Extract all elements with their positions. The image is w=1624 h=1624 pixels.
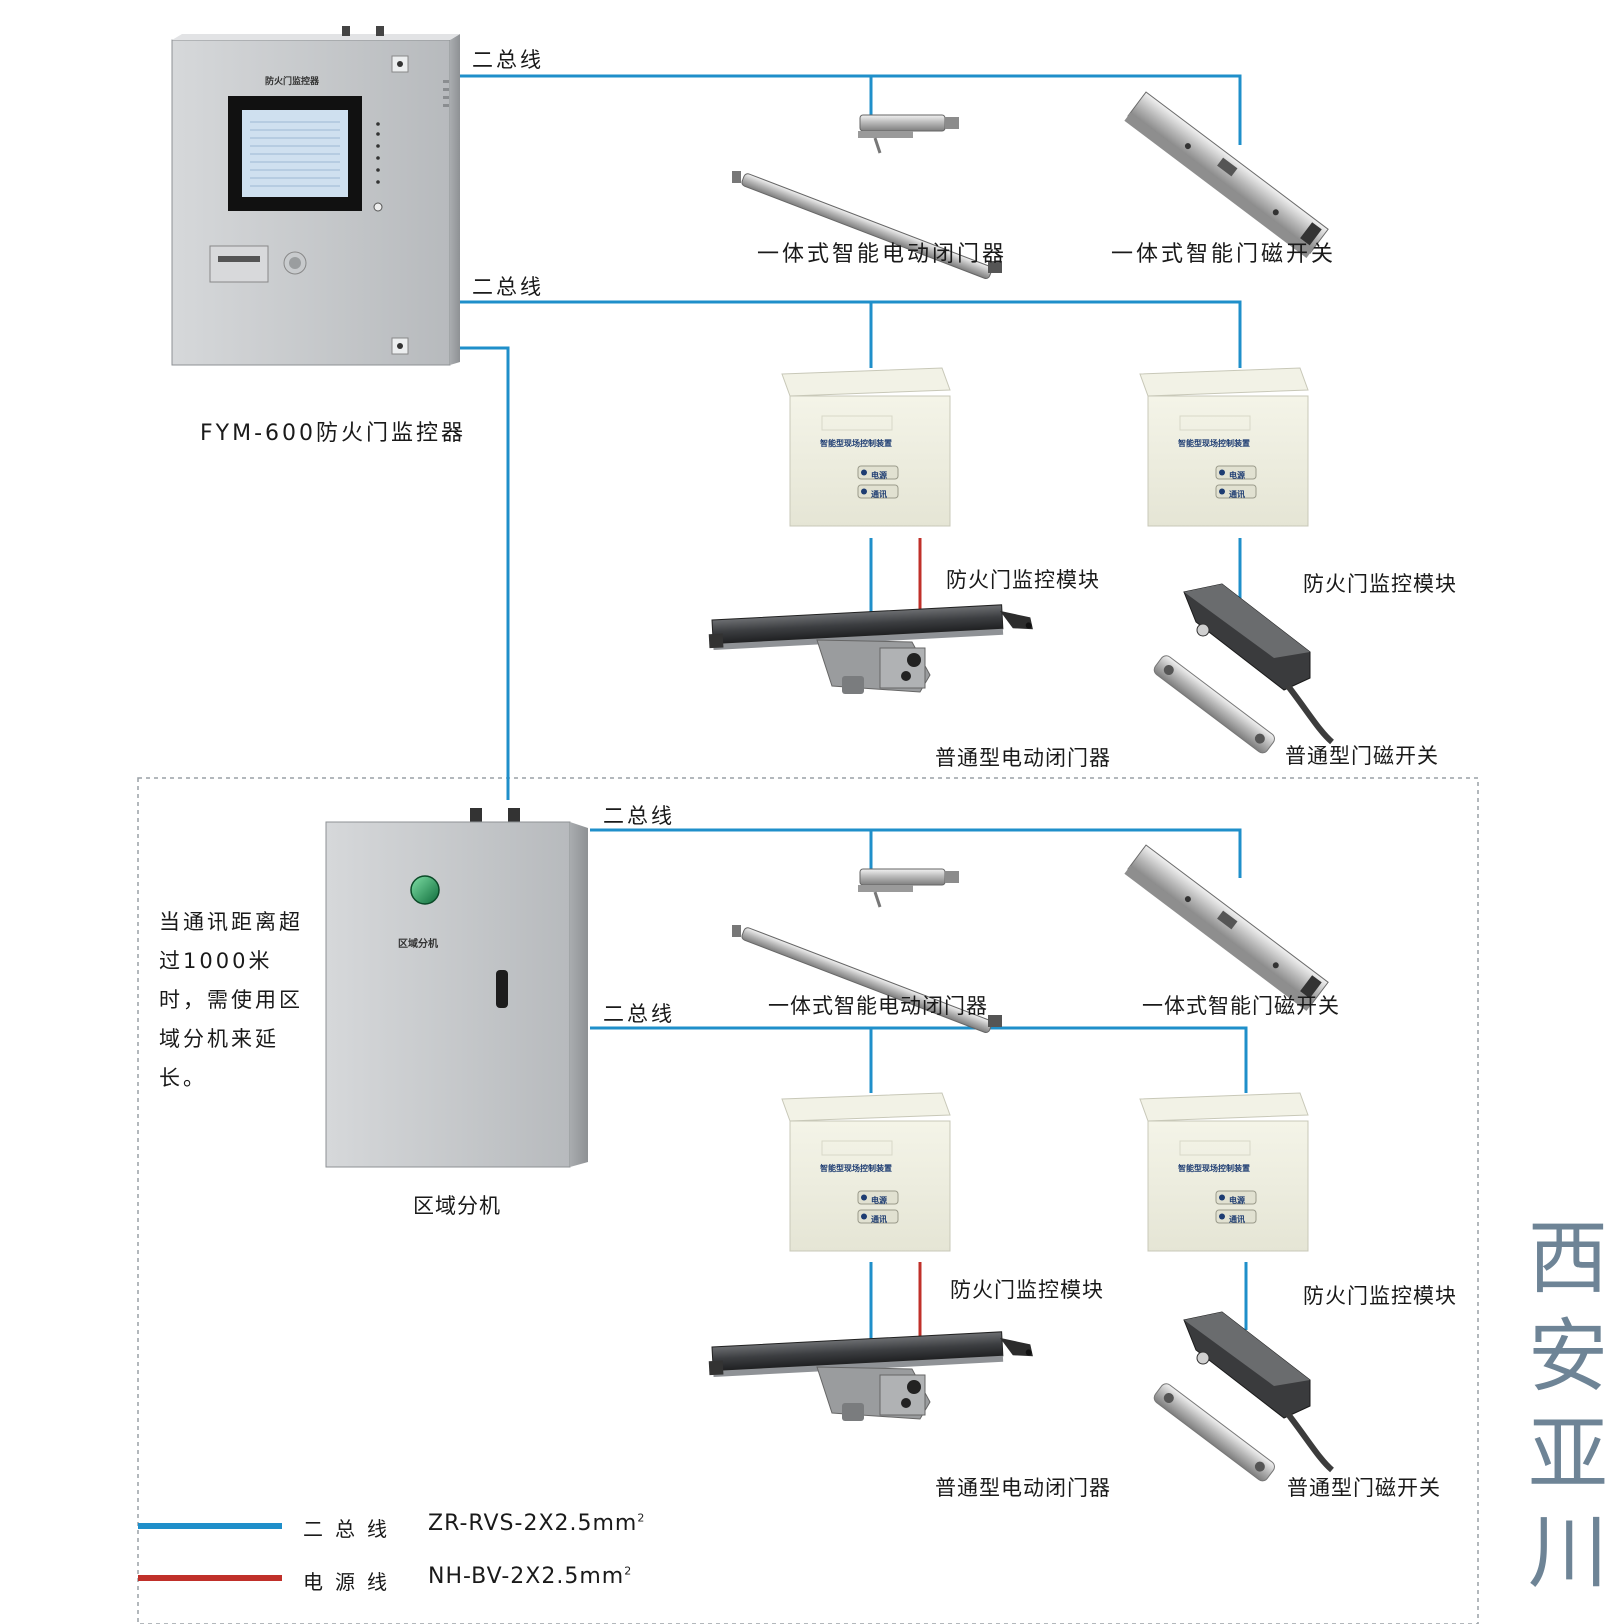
module-btn-comm-bottom-1: 通讯 xyxy=(871,1215,887,1224)
integrated-closer-label-top: 一体式智能电动闭门器 xyxy=(757,242,1008,267)
legend-name-power: 电源线 xyxy=(303,1570,399,1594)
brand-char-3: 亚 xyxy=(1528,1408,1608,1501)
sub-unit-panel-text: 区域分机 xyxy=(398,939,438,950)
bus-label-top-2: 二总线 xyxy=(472,275,544,299)
module-panel-text-top-2: 智能型现场控制装置 xyxy=(1178,439,1250,448)
normal-switch-label-bottom: 普通型门磁开关 xyxy=(1287,1476,1441,1500)
controller-panel-title: 防火门监控器 xyxy=(265,77,320,87)
bus-line-to-sub-unit xyxy=(460,346,510,800)
region-border xyxy=(137,777,1479,1624)
module-btn-comm-bottom-2: 通讯 xyxy=(1229,1215,1245,1224)
legend-name-bus: 二总线 xyxy=(303,1517,399,1541)
legend-spec-power-sup: 2 xyxy=(624,1564,633,1578)
indicator-lamp xyxy=(410,875,440,905)
legend-spec-power-text: NH-BV-2X2.5mm xyxy=(428,1564,625,1589)
normal-closer-top xyxy=(707,602,1034,695)
legend-spec-power: NH-BV-2X2.5mm2 xyxy=(428,1564,632,1589)
fym600-controller-cabinet xyxy=(171,26,460,366)
normal-switch-top xyxy=(1152,584,1332,755)
module-panel-text-bottom-2: 智能型现场控制装置 xyxy=(1178,1164,1250,1173)
normal-closer-label-bottom: 普通型电动闭门器 xyxy=(935,1476,1111,1500)
module-panel-text-top-1: 智能型现场控制装置 xyxy=(820,439,892,448)
brand-char-4: 川 xyxy=(1528,1506,1608,1599)
module-label-bottom-1: 防火门监控模块 xyxy=(950,1278,1104,1302)
controller-screen xyxy=(242,110,348,197)
legend-spec-bus-text: ZR-RVS-2X2.5mm xyxy=(428,1511,638,1536)
controller-label: FYM-600防火门监控器 xyxy=(200,421,467,446)
normal-closer-label-top: 普通型电动闭门器 xyxy=(935,746,1111,770)
module-btn-comm-top-1: 通讯 xyxy=(871,490,887,499)
bus-label-bottom-1: 二总线 xyxy=(603,804,675,828)
module-panel-text-bottom-1: 智能型现场控制装置 xyxy=(820,1164,892,1173)
brand-char-1: 西 xyxy=(1528,1212,1608,1305)
module-label-bottom-2: 防火门监控模块 xyxy=(1303,1284,1457,1308)
brand-char-2: 安 xyxy=(1528,1310,1608,1403)
normal-switch-bottom xyxy=(1152,1312,1332,1483)
integrated-switch-label-top: 一体式智能门磁开关 xyxy=(1111,242,1337,267)
integrated-switch-top xyxy=(1123,91,1329,259)
integrated-switch-bottom xyxy=(1123,844,1329,1012)
module-btn-comm-top-2: 通讯 xyxy=(1229,490,1245,499)
module-btn-power-top-1: 电源 xyxy=(871,471,887,480)
normal-switch-label-top: 普通型门磁开关 xyxy=(1285,744,1439,768)
top-bus-lines xyxy=(460,74,1242,800)
controller-printer xyxy=(209,245,269,283)
bus-line-bottom-2 xyxy=(590,1026,1248,1093)
sub-unit-cabinet xyxy=(325,808,588,1168)
integrated-switch-label-bottom: 一体式智能门磁开关 xyxy=(1142,994,1340,1018)
sub-unit-label: 区域分机 xyxy=(413,1194,501,1218)
legend-spec-bus: ZR-RVS-2X2.5mm2 xyxy=(428,1511,645,1536)
integrated-closer-label-bottom: 一体式智能电动闭门器 xyxy=(768,994,988,1018)
brand-vertical-text: 西 安 亚 川 xyxy=(1523,1210,1613,1602)
legend-spec-bus-sup: 2 xyxy=(637,1511,646,1525)
normal-closer-bottom xyxy=(707,1329,1034,1422)
bus-label-top-1: 二总线 xyxy=(472,48,544,72)
module-label-top-2: 防火门监控模块 xyxy=(1303,572,1457,596)
module-btn-power-top-2: 电源 xyxy=(1229,471,1245,480)
door-handle xyxy=(496,970,508,1008)
module-btn-power-bottom-1: 电源 xyxy=(871,1196,887,1205)
bus-line-bottom-1 xyxy=(590,828,1242,878)
module-btn-power-bottom-2: 电源 xyxy=(1229,1196,1245,1205)
bus-line-top-1 xyxy=(460,74,1242,145)
bus-label-bottom-2: 二总线 xyxy=(603,1002,675,1026)
bottom-bus-lines xyxy=(590,828,1248,1345)
module-label-top-1: 防火门监控模块 xyxy=(946,568,1100,592)
bus-line-top-2 xyxy=(460,300,1242,368)
extension-note: 当通讯距离超过1000米时，需使用区域分机来延长。 xyxy=(159,910,303,1090)
